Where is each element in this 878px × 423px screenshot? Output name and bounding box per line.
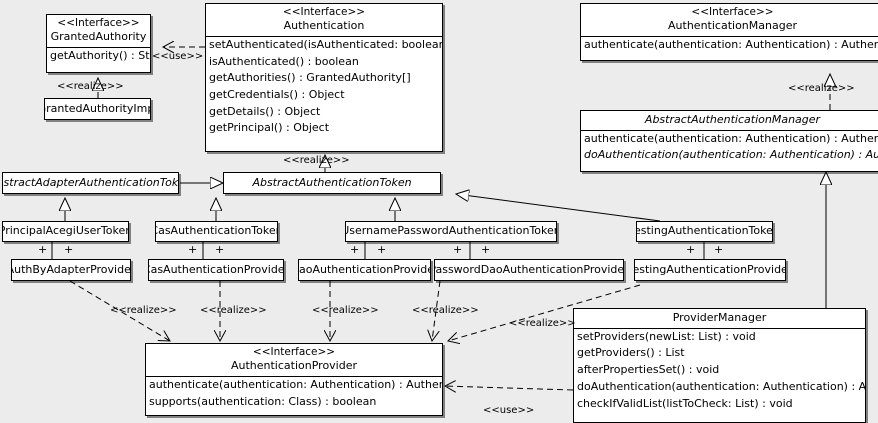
operations-compartment: setAuthenticated(isAuthenticated: boolea… <box>206 35 442 137</box>
stereotype-label: <<Interface>> <box>282 6 366 18</box>
multiplicity-marker: + <box>481 243 491 256</box>
operations-compartment: setProviders(newList: List) : void getPr… <box>574 327 866 413</box>
operation: getDetails() : Object <box>209 104 321 118</box>
operation: doAuthentication(authentication: Authent… <box>577 379 866 393</box>
class-username-password-authentication-token[interactable]: UsernamePasswordAuthenticationToken <box>345 221 557 242</box>
class-auth-by-adapter-provider[interactable]: AuthByAdapterProvider <box>11 259 131 281</box>
class-provider-manager[interactable]: ProviderManager setProviders(newList: Li… <box>573 308 866 423</box>
operation: authenticate(authentication: Authenticat… <box>584 37 878 51</box>
edge-label-realize-abstractmanager-manager: <<realize>> <box>788 83 855 94</box>
multiplicity-marker: + <box>64 243 74 256</box>
class-name: TestingAuthenticationToken <box>636 224 773 238</box>
multiplicity-marker: + <box>215 243 225 256</box>
operation: checkIfValidList(listToCheck: List) : vo… <box>577 396 793 410</box>
class-granted-authority[interactable]: <<Interface>> GrantedAuthority getAuthor… <box>46 14 151 73</box>
operations-compartment: authenticate(authentication: Authenticat… <box>581 35 878 54</box>
class-testing-authentication-provider[interactable]: TestingAuthenticationProvider <box>634 259 786 281</box>
class-granted-authority-impl[interactable]: GrantedAuthorityImpl <box>44 98 151 120</box>
edge-label-realize-grantedauthorityimpl: <<realize>> <box>57 81 124 92</box>
class-header: <<Interface>> Authentication <box>206 4 442 36</box>
multiplicity-marker: + <box>38 243 48 256</box>
multiplicity-marker: + <box>188 243 198 256</box>
class-name: Authentication <box>283 19 365 33</box>
class-header: ProviderManager <box>574 309 865 328</box>
class-name: GrantedAuthorityImpl <box>44 101 150 115</box>
operation: isAuthenticated() : boolean <box>209 54 359 68</box>
class-principal-acegi-user-token[interactable]: PrincipalAcegiUserToken <box>2 221 129 242</box>
stereotype-label: <<Interface>> <box>252 346 336 358</box>
class-abstract-adapter-authentication-token[interactable]: AbstractAdapterAuthenticationToken <box>2 172 179 194</box>
operation: afterPropertiesSet() : void <box>577 363 720 377</box>
class-authentication-provider[interactable]: <<Interface>> AuthenticationProvider aut… <box>145 343 443 416</box>
multiplicity-marker: + <box>714 243 724 256</box>
class-password-dao-authentication-provider[interactable]: PasswordDaoAuthenticationProvider <box>434 259 624 281</box>
operation: supports(authentication: Class) : boolea… <box>149 394 377 408</box>
class-name: DaoAuthenticationProvider <box>298 262 430 276</box>
operation: setProviders(newList: List) : void <box>577 329 756 343</box>
operation: doAuthentication(authentication: Authent… <box>584 148 878 162</box>
class-name: AbstractAuthenticationToken <box>252 175 412 189</box>
class-name: PrincipalAcegiUserToken <box>2 224 129 238</box>
operation: authenticate(authentication: Authenticat… <box>584 131 878 145</box>
edge-label-realize-casprovider: <<realize>> <box>200 305 267 316</box>
edge-label-realize-authbyadapter: <<realize>> <box>110 305 177 316</box>
class-cas-authentication-provider[interactable]: CasAuthenticationProvider <box>148 259 284 281</box>
class-name: AbstractAdapterAuthenticationToken <box>3 175 179 189</box>
class-abstract-authentication-manager[interactable]: AbstractAuthenticationManager authentica… <box>580 110 878 172</box>
class-name: CasAuthenticationProvider <box>148 262 284 276</box>
edge-label-realize-abstracttoken-authentication: <<realize>> <box>283 155 350 166</box>
class-authentication[interactable]: <<Interface>> Authentication setAuthenti… <box>205 3 443 152</box>
multiplicity-marker: + <box>377 243 387 256</box>
edge-label-realize-passworddaoprovider: <<realize>> <box>412 305 479 316</box>
operations-compartment: authenticate(authentication: Authenticat… <box>146 375 442 410</box>
class-abstract-authentication-token[interactable]: AbstractAuthenticationToken <box>223 172 441 194</box>
multiplicity-marker: + <box>686 243 696 256</box>
class-header: <<Interface>> AuthenticationManager <box>581 4 878 36</box>
operation: getCredentials() : Object <box>209 88 345 102</box>
class-header: AbstractAuthenticationManager <box>581 111 878 130</box>
class-authentication-manager[interactable]: <<Interface>> AuthenticationManager auth… <box>580 3 878 61</box>
class-name: AuthenticationManager <box>668 19 797 33</box>
operation: setAuthenticated(isAuthenticated: boolea… <box>209 37 442 51</box>
edge-label-use-authentication-grantedauthority: <<use>> <box>152 51 204 62</box>
class-name: AuthByAdapterProvider <box>11 262 131 276</box>
multiplicity-marker: + <box>350 243 360 256</box>
stereotype-label: <<Interface>> <box>57 17 140 29</box>
class-name: AbstractAuthenticationManager <box>644 113 821 126</box>
class-name: UsernamePasswordAuthenticationToken <box>345 224 557 238</box>
operation: getPrincipal() : Object <box>209 121 330 135</box>
class-cas-authentication-token[interactable]: CasAuthenticationToken <box>155 221 278 242</box>
operation: getAuthority() : String <box>50 48 150 62</box>
operations-compartment: getAuthority() : String <box>47 46 150 65</box>
edge-use-providermanager-authenticationprovider <box>445 386 574 390</box>
edge-generalize-testingauthenticationtoken <box>456 194 661 222</box>
operation: getProviders() : List <box>577 346 685 360</box>
class-dao-authentication-provider[interactable]: DaoAuthenticationProvider <box>298 259 431 281</box>
class-name: AuthenticationProvider <box>230 359 358 373</box>
class-name: GrantedAuthority <box>50 30 147 44</box>
multiplicity-marker: + <box>453 243 463 256</box>
class-name: ProviderManager <box>672 311 767 324</box>
edge-label-realize-daoprovider: <<realize>> <box>312 305 379 316</box>
class-testing-authentication-token[interactable]: TestingAuthenticationToken <box>636 221 773 242</box>
stereotype-label: <<Interface>> <box>691 6 774 18</box>
class-name: CasAuthenticationToken <box>155 224 278 238</box>
operation: getAuthorities() : GrantedAuthority[] <box>209 71 411 85</box>
class-name: PasswordDaoAuthenticationProvider <box>434 262 624 276</box>
class-header: <<Interface>> GrantedAuthority <box>47 15 150 47</box>
operation: authenticate(authentication: Authenticat… <box>149 377 442 391</box>
operations-compartment: authenticate(authentication: Authenticat… <box>581 129 878 164</box>
class-header: <<Interface>> AuthenticationProvider <box>146 344 442 376</box>
edge-label-use-providermanager-authenticationprovider: <<use>> <box>483 405 535 416</box>
edge-label-realize-testingprovider: <<realize>> <box>509 318 576 329</box>
class-name: TestingAuthenticationProvider <box>634 262 786 276</box>
